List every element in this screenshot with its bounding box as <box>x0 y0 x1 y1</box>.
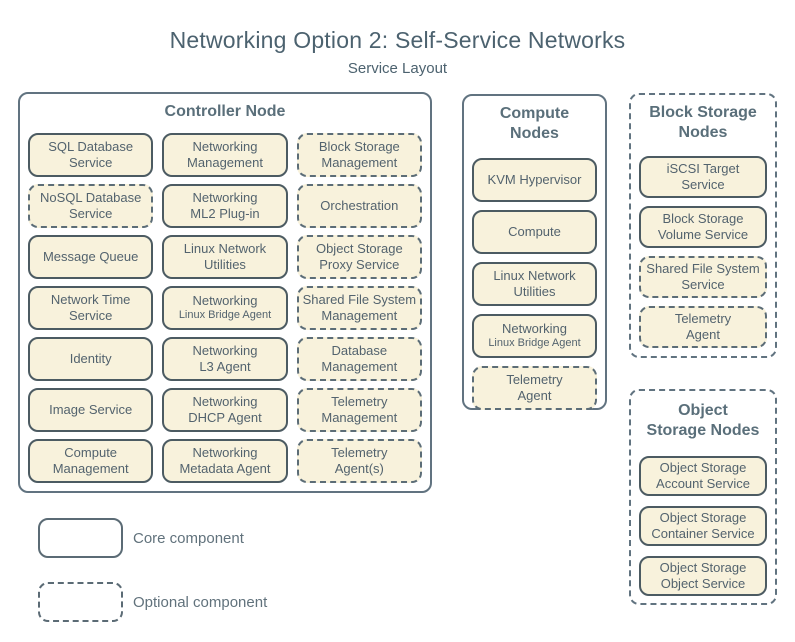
service-telemetry-agent: Telemetry Agent <box>472 366 597 410</box>
service-network-time: Network Time Service <box>28 286 154 330</box>
service-identity: Identity <box>28 337 154 381</box>
service-sql-database: SQL Database Service <box>28 133 154 177</box>
service-label: Database Management <box>321 343 398 374</box>
service-networking-ml2-plugin: Networking ML2 Plug-in <box>162 184 288 228</box>
page-subtitle: Service Layout <box>347 60 448 77</box>
service-label: Networking Management <box>187 139 263 170</box>
service-telemetry-management: Telemetry Management <box>296 388 422 432</box>
block-storage-nodes-title: Block Storage Nodes <box>649 104 757 141</box>
block-storage-nodes-group: Block Storage Nodes iSCSI Target Service… <box>629 93 777 358</box>
legend-core-swatch <box>38 518 123 558</box>
service-networking-management: Networking Management <box>162 133 288 177</box>
service-telemetry-agents: Telemetry Agent(s) <box>296 439 422 483</box>
service-sublabel: Linux Bridge Agent <box>488 337 581 350</box>
service-database-management: Database Management <box>296 337 422 381</box>
service-label: NoSQL Database Service <box>39 190 142 221</box>
service-iscsi-target: iSCSI Target Service <box>639 156 767 198</box>
service-shared-file-system: Shared File System Service <box>639 256 767 298</box>
service-networking-dhcp-agent: Networking DHCP Agent <box>162 388 288 432</box>
service-label: Networking L3 Agent <box>192 343 258 374</box>
service-block-storage-volume: Block Storage Volume Service <box>639 206 767 248</box>
service-label: Telemetry Agent <box>506 372 563 403</box>
controller-node-group: Controller Node SQL Database Service Net… <box>18 92 432 493</box>
legend-optional-label: Optional component <box>133 594 268 611</box>
service-object-storage-proxy: Object Storage Proxy Service <box>296 235 422 279</box>
service-label: Object Storage Account Service <box>656 460 750 491</box>
service-message-queue: Message Queue <box>28 235 154 279</box>
service-label: Linux Network Utilities <box>493 268 576 299</box>
service-telemetry-agent: Telemetry Agent <box>639 306 767 348</box>
service-networking-metadata-agent: Networking Metadata Agent <box>162 439 288 483</box>
legend-core-label: Core component <box>133 530 244 547</box>
service-label: Compute Management <box>52 445 129 476</box>
service-label: Shared File System Service <box>646 261 760 292</box>
service-linux-network-utilities: Linux Network Utilities <box>472 262 597 306</box>
service-label: Image Service <box>49 402 133 418</box>
service-compute-management: Compute Management <box>28 439 154 483</box>
service-label: Networking <box>192 293 258 309</box>
object-storage-services: Object Storage Account Service Object St… <box>639 456 767 596</box>
service-object-storage-account: Object Storage Account Service <box>639 456 767 496</box>
service-label: Networking Metadata Agent <box>179 445 271 476</box>
service-label: Telemetry Management <box>321 394 398 425</box>
compute-nodes-group: Compute Nodes KVM Hypervisor Compute Lin… <box>462 94 607 410</box>
service-object-storage-container: Object Storage Container Service <box>639 506 767 546</box>
legend-optional-swatch <box>38 582 123 622</box>
service-label: Telemetry Agent <box>674 311 732 342</box>
page-title: Networking Option 2: Self-Service Networ… <box>169 27 626 53</box>
service-image-service: Image Service <box>28 388 154 432</box>
service-label: Object Storage Proxy Service <box>315 241 403 272</box>
service-label: Network Time Service <box>50 292 131 323</box>
service-sublabel: Linux Bridge Agent <box>178 309 272 322</box>
service-label: Shared File System Management <box>302 292 417 323</box>
service-block-storage-management: Block Storage Management <box>296 133 422 177</box>
compute-nodes-title: Compute Nodes <box>499 105 570 142</box>
service-object-storage-object: Object Storage Object Service <box>639 556 767 596</box>
service-label: Object Storage Container Service <box>651 510 755 541</box>
service-shared-file-system-management: Shared File System Management <box>296 286 422 330</box>
service-label: Compute <box>508 224 561 240</box>
block-storage-services: iSCSI Target Service Block Storage Volum… <box>639 156 767 348</box>
service-label: Block Storage Volume Service <box>657 211 749 242</box>
service-label: Linux Network Utilities <box>183 241 267 272</box>
service-compute: Compute <box>472 210 597 254</box>
service-label: Networking DHCP Agent <box>188 394 262 425</box>
service-label: Object Storage Object Service <box>659 560 747 591</box>
service-label: Networking <box>501 321 568 337</box>
service-networking-l3-agent: Networking L3 Agent <box>162 337 288 381</box>
service-label: Message Queue <box>42 249 139 265</box>
service-label: Block Storage Management <box>318 139 400 170</box>
object-storage-nodes-title: Object Storage Nodes <box>646 402 760 439</box>
service-label: iSCSI Target Service <box>666 161 740 192</box>
service-nosql-database: NoSQL Database Service <box>28 184 154 228</box>
service-linux-network-utilities: Linux Network Utilities <box>162 235 288 279</box>
service-orchestration: Orchestration <box>296 184 422 228</box>
object-storage-nodes-group: Object Storage Nodes Object Storage Acco… <box>629 389 777 605</box>
compute-nodes-services: KVM Hypervisor Compute Linux Network Uti… <box>472 158 597 410</box>
service-label: SQL Database Service <box>48 139 134 170</box>
controller-node-title: Controller Node <box>164 103 286 120</box>
controller-node-services: SQL Database Service Networking Manageme… <box>28 133 422 483</box>
service-kvm-hypervisor: KVM Hypervisor <box>472 158 597 202</box>
service-label: Telemetry Agent(s) <box>331 445 388 476</box>
service-label: Orchestration <box>320 198 399 214</box>
service-label: Networking ML2 Plug-in <box>190 190 260 221</box>
service-label: Identity <box>69 351 112 367</box>
service-label: KVM Hypervisor <box>487 172 582 188</box>
